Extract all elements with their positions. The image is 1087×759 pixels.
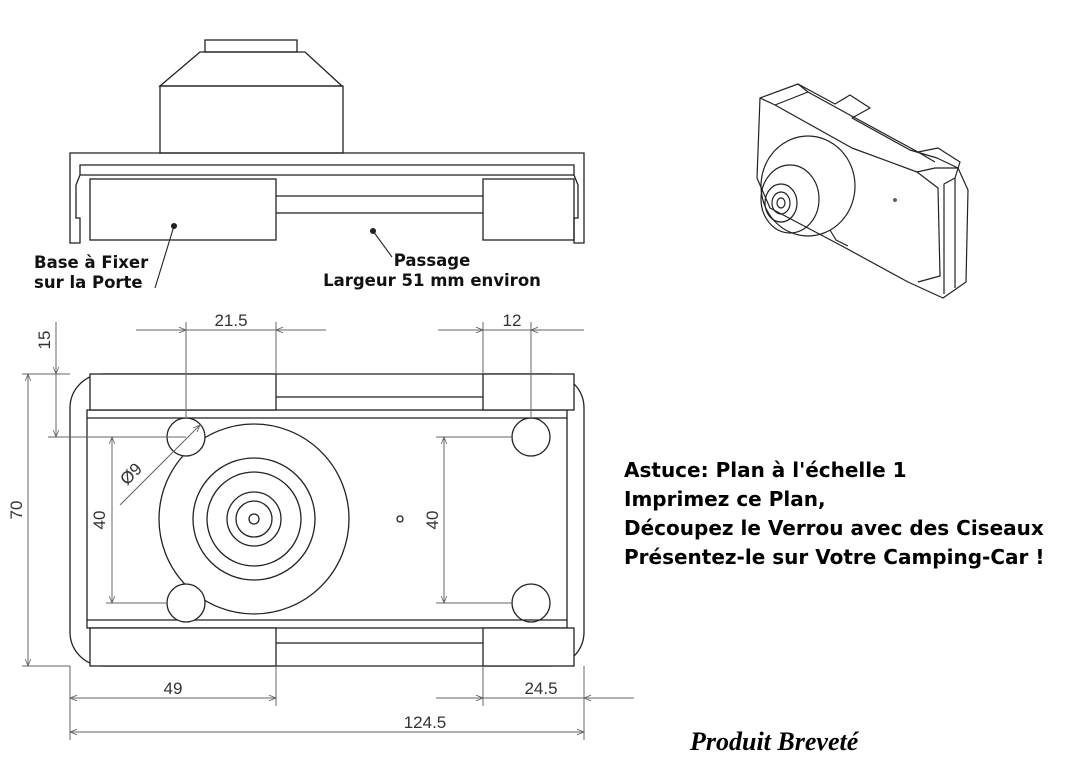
passage-label-line2: Largeur 51 mm environ xyxy=(323,271,541,290)
side-view xyxy=(69,39,585,244)
dim-40-left: 40 xyxy=(90,511,109,530)
iso-knob-center xyxy=(776,197,786,209)
iso-knob-face xyxy=(760,164,820,234)
dim-15: 15 xyxy=(35,331,54,350)
tab-top-right xyxy=(482,373,575,411)
knob-body xyxy=(159,85,344,154)
plan-plate xyxy=(69,373,585,667)
dim-24-5: 24.5 xyxy=(524,679,557,698)
patent-label: Produit Breveté xyxy=(690,727,859,756)
base-label-line1: Base à Fixer xyxy=(34,253,149,272)
base-plate xyxy=(69,152,585,244)
tip-line-1: Astuce: Plan à l'échelle 1 xyxy=(624,458,907,482)
knob-ring-3 xyxy=(235,500,273,538)
dimension-lines xyxy=(22,322,634,740)
knob-ring-1 xyxy=(206,471,302,567)
knob-tab xyxy=(204,39,298,53)
knob-top xyxy=(158,51,344,87)
tip-line-4: Présentez-le sur Votre Camping-Car ! xyxy=(624,545,1045,569)
isometric-view xyxy=(756,83,969,299)
tip-line-2: Imprimez ce Plan, xyxy=(624,487,826,511)
dim-21-5: 21.5 xyxy=(214,311,247,330)
left-block xyxy=(89,178,277,241)
dim-70: 70 xyxy=(7,501,26,520)
knob-face xyxy=(192,457,316,581)
iso-knob-outer xyxy=(760,135,856,237)
passage-label: Passage Largeur 51 mm environ xyxy=(318,251,546,291)
iso-top-left xyxy=(759,83,809,106)
dim-40-right: 40 xyxy=(423,511,442,530)
iso-knob-ring-inner xyxy=(771,191,791,215)
tab-bottom-left xyxy=(89,627,277,667)
dim-49: 49 xyxy=(164,679,183,698)
iso-body xyxy=(756,83,969,299)
tab-top-left xyxy=(89,373,277,411)
iso-end-block xyxy=(917,147,961,294)
knob-outer xyxy=(158,423,350,615)
plan-inner-plate xyxy=(86,409,568,629)
iso-knob-ring xyxy=(764,183,798,223)
right-block xyxy=(482,178,575,241)
tip-block: Astuce: Plan à l'échelle 1 Imprimez ce P… xyxy=(624,456,1044,572)
plan-view xyxy=(69,373,585,667)
leader-dot-base xyxy=(170,222,178,230)
iso-rail-inner xyxy=(807,91,936,163)
base-label: Base à Fixer sur la Porte xyxy=(34,253,148,293)
hole-bottom-left xyxy=(166,583,206,623)
passage-label-line1: Passage xyxy=(393,251,471,270)
leader-lines xyxy=(154,222,393,289)
iso-bottom-edge xyxy=(829,229,849,247)
tab-bottom-right xyxy=(482,627,575,667)
iso-rail-top xyxy=(774,104,958,173)
knob-ring-2 xyxy=(226,491,282,547)
dim-12: 12 xyxy=(503,311,522,330)
dim-124-5: 124.5 xyxy=(404,713,447,732)
base-label-line2: sur la Porte xyxy=(34,273,143,292)
center-dot xyxy=(396,515,404,523)
leader-dot-passage xyxy=(369,227,377,235)
tip-line-3: Découpez le Verrou avec des Ciseaux xyxy=(624,516,1044,540)
knob-center xyxy=(248,513,260,525)
iso-end-face xyxy=(916,171,941,283)
iso-dot xyxy=(893,198,897,202)
